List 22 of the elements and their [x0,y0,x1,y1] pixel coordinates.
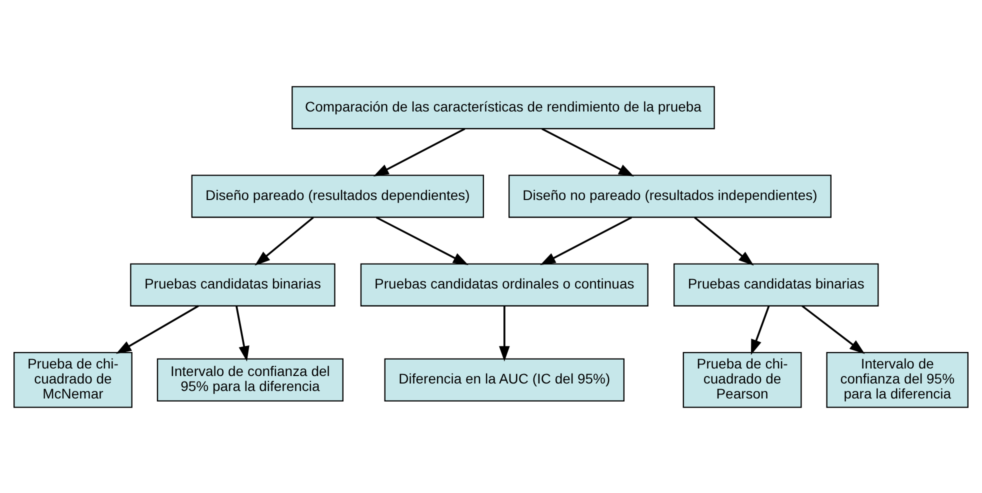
node-box: Diseño no pareado (resultados independientes) [508,174,832,218]
node-box: Comparación de las características de rendimiento de la prueba [292,86,715,129]
arrow [499,306,510,361]
node-box: Diferencia en la AUC (IC del 95%) [384,358,625,401]
node-box: Pruebas candidatas ordinales o continuas [360,262,648,306]
node-box: Pruebas candidatas binarias [130,262,336,306]
arrow [542,128,634,176]
node-box: Diseño pareado (resultados dependientes) [191,174,484,218]
arrow [694,216,754,266]
node-box: Intervalo de confianza del 95% para la diferencia [156,358,344,401]
arrow [373,128,466,176]
node-box: Prueba de chi-cuadrado de Pearson [682,351,802,408]
arrow [802,304,865,354]
node-box: Prueba de chi-cuadrado de McNemar [14,351,132,408]
arrow [236,306,250,361]
arrow [376,216,468,265]
node-box: Pruebas candidatas binarias [674,262,879,306]
arrow [750,305,770,354]
arrow [254,216,314,266]
arrow [540,216,632,265]
node-box: Intervalo de confianza del 95% para la diferencia [826,351,968,408]
arrow [116,304,199,354]
